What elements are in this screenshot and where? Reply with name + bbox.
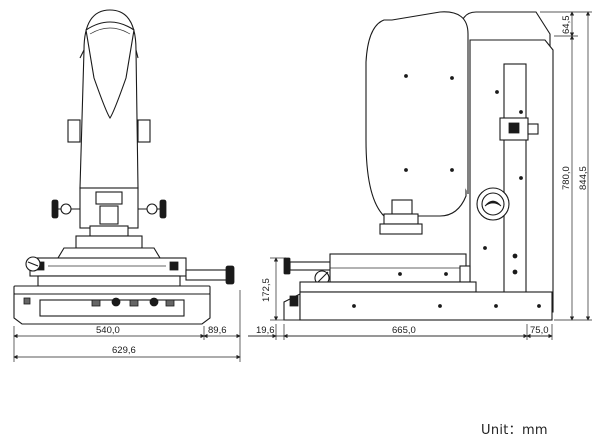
front-dimensions: 540,0 89,6 629,6	[13, 290, 241, 362]
dim-side-left-overhang: 19,6	[256, 325, 275, 336]
dim-side-right-overhang: 75,0	[530, 325, 549, 336]
side-view	[283, 11, 554, 321]
dim-front-right-overhang: 89,6	[208, 325, 227, 336]
unit-label: Unit：mm	[481, 423, 548, 438]
side-dimensions: 19,6 665,0 75,0 172,5 780,0 844,5 64,5	[248, 11, 592, 340]
dim-side-top-offset: 64,5	[561, 16, 572, 35]
dim-side-stage-height: 172,5	[261, 278, 272, 302]
dim-side-total-height: 844,5	[578, 166, 589, 190]
dim-front-inner-width: 540,0	[96, 325, 120, 336]
front-view	[13, 9, 235, 325]
dim-side-base-depth: 665,0	[392, 325, 416, 336]
dim-front-total-width: 629,6	[112, 345, 136, 356]
dim-side-column-height: 780,0	[561, 166, 572, 190]
